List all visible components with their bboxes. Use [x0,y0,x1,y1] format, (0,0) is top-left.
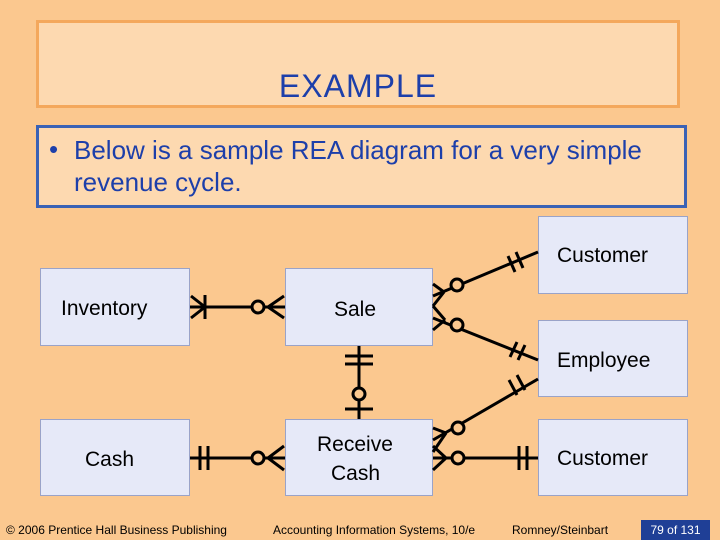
entity-label-customer-top: Customer [557,244,649,267]
relationship-inventory-sale [190,294,285,320]
entity-label-receive-cash-line2: Cash [331,462,381,485]
entity-label-employee: Employee [557,349,651,372]
title-box: EXAMPLE [36,20,680,108]
relationship-receivecash-customer [431,444,538,472]
entity-label-receive-cash-line1: Receive [317,433,393,456]
relationship-sale-customer [431,250,539,307]
relationship-cash-receivecash [190,444,285,472]
entity-employee: Employee [538,320,688,397]
entity-label-cash: Cash [85,448,135,471]
bullet-text: Below is a sample REA diagram for a very… [74,135,642,197]
bullet-box: • Below is a sample REA diagram for a ve… [36,125,687,208]
entity-inventory: Inventory [40,268,190,346]
slide-number: 79 of 131 [641,520,710,540]
entity-label-sale: Sale [334,298,377,321]
relationship-sale-receivecash [345,346,373,419]
relationship-sale-employee [431,305,539,362]
entity-label-inventory: Inventory [61,297,148,320]
entity-receive-cash: Receive Cash [285,419,433,496]
bullet-marker: • [49,134,59,164]
entity-customer-bottom: Customer [538,419,688,496]
slide-title: EXAMPLE [278,68,438,104]
relationship-receivecash-employee [431,374,539,453]
footer-authors: Romney/Steinbart [512,523,609,537]
footer-book-title: Accounting Information Systems, 10/e [273,523,476,537]
entity-customer-top: Customer [538,216,688,294]
entity-cash: Cash [40,419,190,496]
footer-copyright: © 2006 Prentice Hall Business Publishing [6,523,227,537]
entity-sale: Sale [285,268,433,346]
entity-label-customer-bottom: Customer [557,447,649,470]
